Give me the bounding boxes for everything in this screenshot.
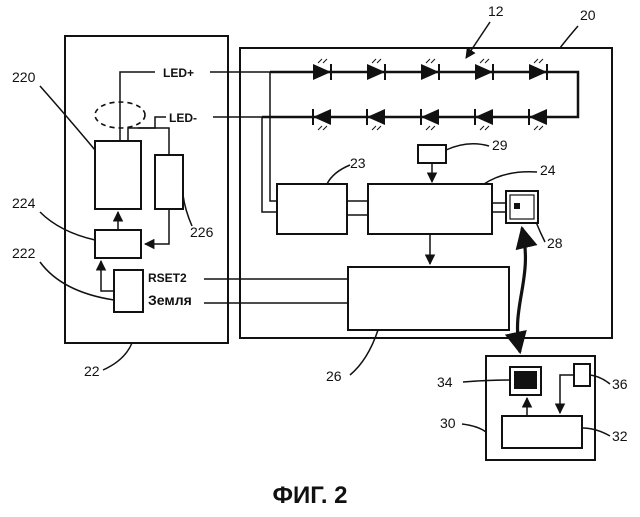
block-220 (95, 141, 141, 209)
ref-224: 224 (12, 195, 36, 211)
ref-12: 12 (488, 3, 504, 19)
block-24 (368, 184, 492, 234)
block-224 (95, 230, 141, 258)
ref-20: 20 (580, 7, 596, 23)
label-rset2: RSET2 (148, 271, 187, 285)
ref-220: 220 (12, 69, 36, 85)
block-36 (574, 364, 590, 386)
ref-23: 23 (350, 155, 366, 171)
ref-34: 34 (437, 374, 453, 390)
block-29 (418, 145, 446, 163)
ref-36: 36 (612, 376, 628, 392)
block-32 (502, 416, 582, 448)
ref-29: 29 (492, 137, 508, 153)
leader-20 (560, 26, 578, 48)
driver-module-22 (65, 36, 228, 343)
ref-226: 226 (190, 224, 214, 240)
block-226 (155, 155, 183, 209)
block-222 (114, 270, 143, 312)
ref-26: 26 (326, 368, 342, 384)
ref-30: 30 (440, 415, 456, 431)
ref-24: 24 (540, 162, 556, 178)
ref-22: 22 (84, 363, 100, 379)
label-led-plus: LED+ (163, 66, 194, 80)
chip-28 (506, 191, 538, 223)
label-led-minus: LED- (169, 111, 197, 125)
leader-22 (103, 343, 132, 370)
block-23 (277, 184, 347, 234)
ref-32: 32 (612, 428, 628, 444)
leader-30 (462, 424, 486, 432)
display-34 (510, 367, 541, 395)
block-26 (348, 267, 509, 330)
label-ground: Земля (148, 292, 192, 308)
ref-222: 222 (12, 245, 36, 261)
ref-28: 28 (547, 235, 563, 251)
figure-caption: ФИГ. 2 (272, 482, 347, 509)
